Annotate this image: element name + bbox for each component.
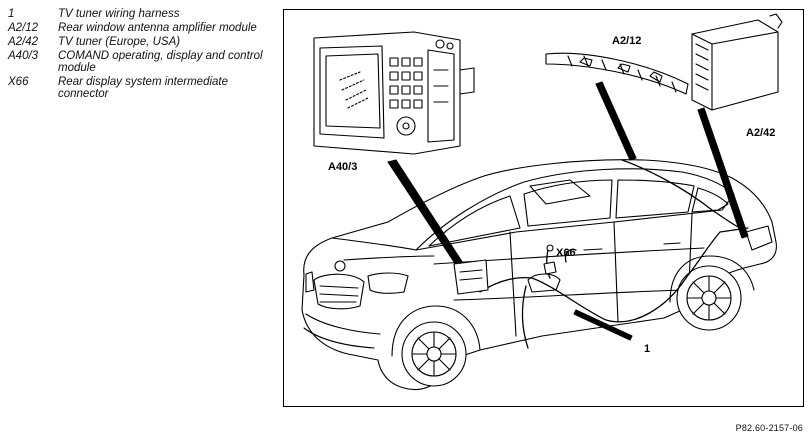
legend-item-1: 1 TV tuner wiring harness	[8, 8, 270, 20]
callout-x66: X66	[556, 247, 576, 259]
figure-reference-number: P82.60-2157-06	[735, 423, 803, 433]
tv-tuner-a2-42	[691, 13, 783, 111]
comand-mounting-bracket	[453, 259, 489, 295]
legend-description: Rear window antenna amplifier module	[58, 22, 257, 34]
diagram-frame: A40/3 A2/12 A2/42 X66 1	[283, 9, 804, 407]
antenna-amplifier-a2-12	[545, 52, 689, 95]
component-pointers	[387, 81, 749, 341]
legend-description: TV tuner (Europe, USA)	[58, 36, 181, 48]
legend-item-x66: X66 Rear display system intermediate con…	[8, 76, 270, 100]
intermediate-connector-x66	[543, 244, 557, 275]
vehicle-diagram: A40/3 A2/12 A2/42 X66 1	[301, 13, 783, 390]
car-illustration	[301, 159, 777, 390]
legend-description: Rear display system intermediate connect…	[58, 76, 229, 100]
legend-item-a2-42: A2/42 TV tuner (Europe, USA)	[8, 36, 270, 48]
legend-item-a40-3: A40/3 COMAND operating, display and cont…	[8, 50, 270, 74]
component-legend: 1 TV tuner wiring harness A2/12 Rear win…	[8, 8, 270, 102]
legend-description: COMAND operating, display and control mo…	[58, 50, 263, 74]
legend-code: 1	[8, 8, 15, 20]
legend-item-a2-12: A2/12 Rear window antenna amplifier modu…	[8, 22, 270, 34]
legend-description: TV tuner wiring harness	[58, 8, 180, 20]
comand-module-a40-3	[313, 31, 475, 155]
tv-tuner-wiring-harness	[479, 159, 749, 349]
callout-a2-42: A2/42	[746, 127, 775, 139]
callout-harness-1: 1	[644, 343, 650, 355]
legend-code: A2/12	[8, 22, 39, 34]
legend-code: A2/42	[8, 36, 39, 48]
callout-a40-3: A40/3	[328, 161, 357, 173]
legend-code: X66	[8, 76, 29, 88]
callout-a2-12: A2/12	[612, 35, 641, 47]
legend-code: A40/3	[8, 50, 39, 62]
